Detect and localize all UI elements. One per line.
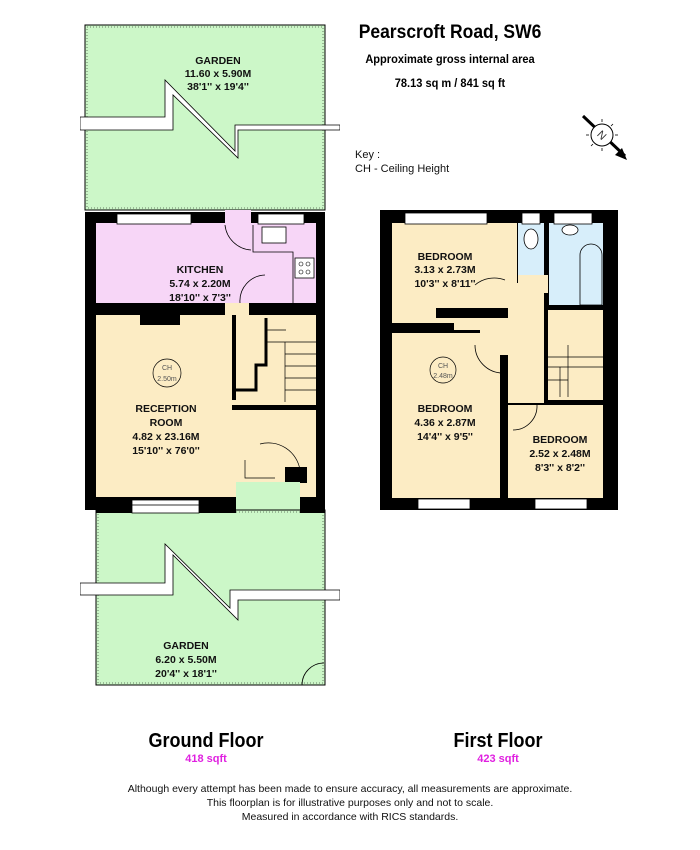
ground-floor-plan: GARDEN 11.60 x 5.90M 38'1'' x 19'4'' KIT… xyxy=(80,24,340,686)
hob-icon xyxy=(294,257,315,279)
bedroom-3: BEDROOM 2.52 x 2.48M 8'3'' x 8'2'' xyxy=(508,404,603,510)
bedroom-1-metric: 3.13 x 2.73M xyxy=(414,264,476,276)
area-subtitle: Approximate gross internal area xyxy=(365,52,535,66)
disclaimer-line-2: This floorplan is for illustrative purpo… xyxy=(206,797,494,809)
ch-value: 2.50m xyxy=(157,376,177,383)
property-title: Pearscroft Road, SW6 xyxy=(358,22,542,43)
disclaimer: Although every attempt has been made to … xyxy=(60,782,640,824)
reception-room: CH 2.50m RECEPTION ROOM 4.82 x 23.16M 15… xyxy=(96,315,232,510)
reception-name-1: RECEPTION xyxy=(135,403,196,415)
hallway-stairs xyxy=(222,303,316,510)
kitchen-imperial: 18'10'' x 7'3'' xyxy=(169,292,231,304)
bedroom-2-imperial: 14'4'' x 9'5'' xyxy=(417,431,473,443)
reception-imperial: 15'10'' x 76'0'' xyxy=(132,445,200,457)
disclaimer-line-3: Measured in accordance with RICS standar… xyxy=(241,811,459,823)
bedroom-2-name: BEDROOM xyxy=(418,403,473,415)
ch-label-ff: CH xyxy=(438,363,448,370)
key-heading: Key : xyxy=(355,149,381,161)
first-floor-sqft: 423 sqft xyxy=(477,753,519,765)
ch-value-ff: 2.48m xyxy=(433,373,453,380)
bedroom-1-name: BEDROOM xyxy=(418,251,473,263)
garden-front-name: GARDEN xyxy=(163,640,209,652)
kitchen: KITCHEN 5.74 x 2.20M 18'10'' x 7'3'' xyxy=(96,210,316,304)
key-item-ceiling-height: CH - Ceiling Height xyxy=(355,163,450,175)
reception-name-2: ROOM xyxy=(150,417,183,429)
bedroom-3-imperial: 8'3'' x 8'2'' xyxy=(535,462,585,474)
reception-metric: 4.82 x 23.16M xyxy=(132,431,199,443)
garden-rear: GARDEN 11.60 x 5.90M 38'1'' x 19'4'' xyxy=(80,24,340,211)
ch-label: CH xyxy=(162,365,172,372)
total-area: 78.13 sq m / 841 sq ft xyxy=(394,76,506,90)
disclaimer-line-1: Although every attempt has been made to … xyxy=(127,783,573,795)
kitchen-name: KITCHEN xyxy=(177,264,224,276)
garden-front-imperial: 20'4'' x 18'1'' xyxy=(155,668,217,680)
toilet-icon xyxy=(523,228,539,250)
garden-front: GARDEN 6.20 x 5.50M 20'4'' x 18'1'' xyxy=(80,504,340,686)
key-legend: Key : CH - Ceiling Height xyxy=(355,148,449,176)
wc xyxy=(518,212,544,283)
sink-icon xyxy=(261,226,287,244)
ground-floor-sqft: 418 sqft xyxy=(185,753,227,765)
bedroom-2-metric: 4.36 x 2.87M xyxy=(414,417,476,429)
garden-rear-name: GARDEN xyxy=(195,55,241,67)
bedroom-2: CH 2.48m BEDROOM 4.36 x 2.87M 14'4'' x 9… xyxy=(392,333,508,510)
ground-floor-label: Ground Floor xyxy=(148,730,264,752)
bedroom-3-name: BEDROOM xyxy=(533,434,588,446)
chimney-breast xyxy=(140,315,180,325)
bedroom-3-metric: 2.52 x 2.48M xyxy=(529,448,591,460)
ceiling-height-marker-ff xyxy=(429,356,457,384)
garden-rear-metric: 11.60 x 5.90M xyxy=(185,68,252,80)
garden-rear-imperial: 38'1'' x 19'4'' xyxy=(187,81,249,93)
stairs-first-floor xyxy=(545,310,603,400)
garden-front-metric: 6.20 x 5.50M xyxy=(155,654,217,666)
basin-icon xyxy=(561,224,579,236)
bedroom-1-imperial: 10'3'' x 8'11'' xyxy=(414,278,475,290)
ceiling-height-marker xyxy=(152,358,182,388)
bath-icon xyxy=(579,243,603,306)
first-floor-plan: BEDROOM 3.13 x 2.73M 10'3'' x 8'11'' xyxy=(380,210,618,510)
bathroom xyxy=(549,212,603,306)
first-floor-label: First Floor xyxy=(453,730,543,752)
north-arrow-icon: N xyxy=(581,114,627,160)
kitchen-metric: 5.74 x 2.20M xyxy=(169,278,231,290)
